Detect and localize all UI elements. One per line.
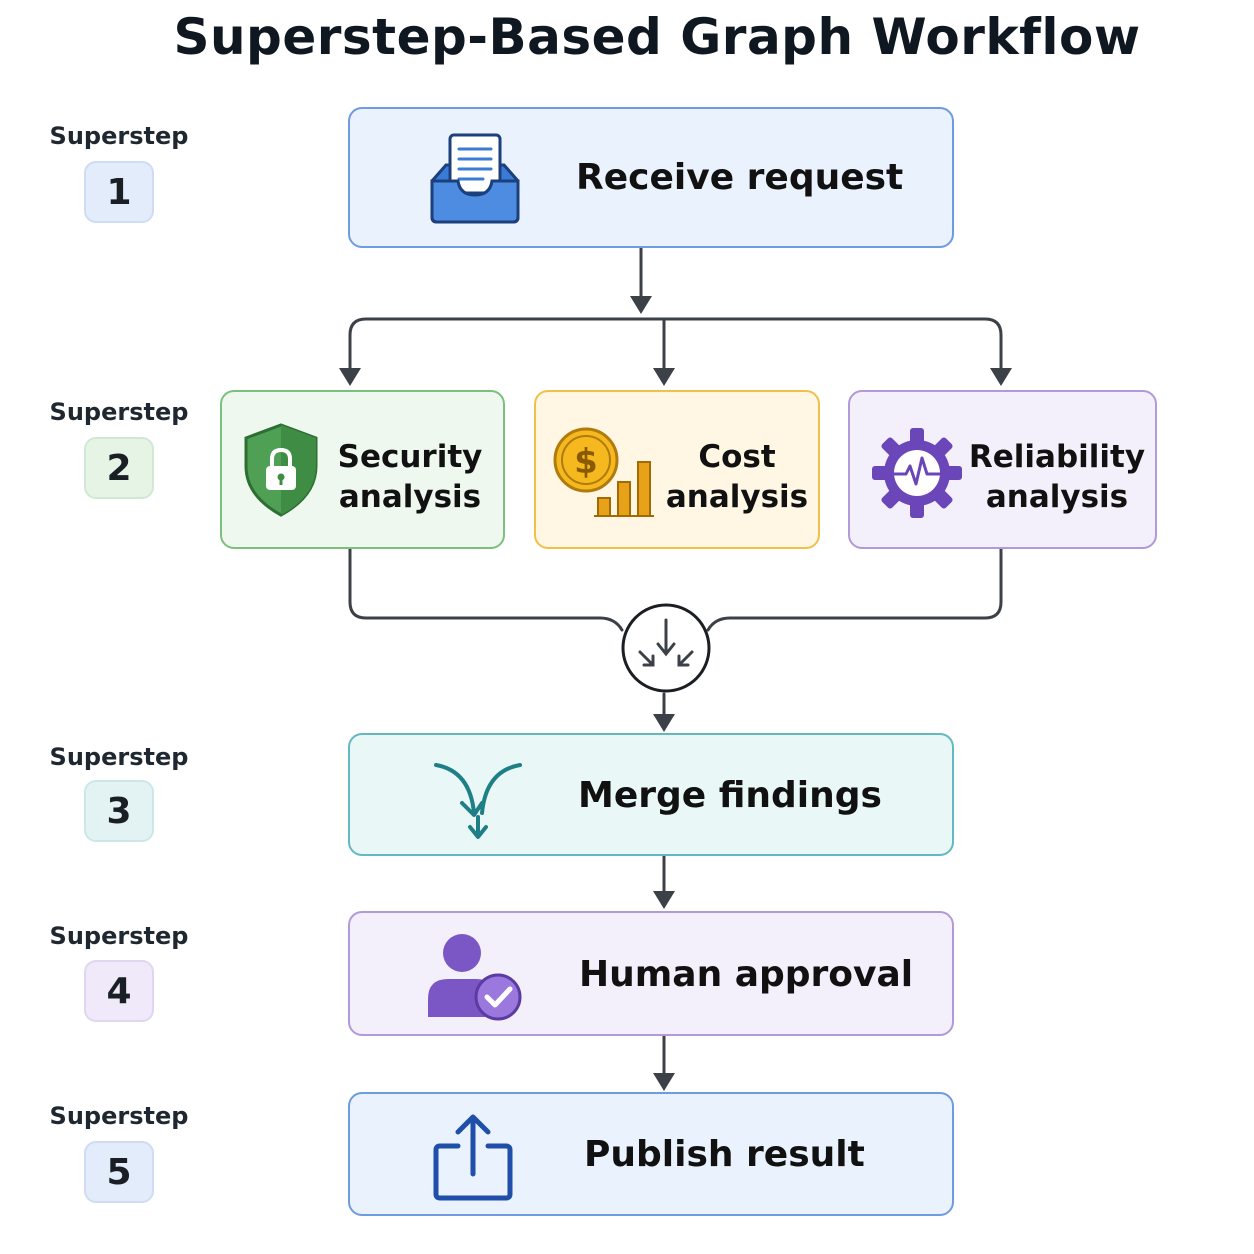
arrowhead-reliability [990,368,1012,386]
reliability-analysis-line2: analysis [985,479,1129,515]
node-publish-result[interactable]: Publish result [348,1092,954,1216]
dollar-chart-icon: $ [552,426,656,518]
arrowhead-receive [630,296,652,314]
cost-analysis-label: Cost analysis [642,437,832,517]
edge-reliability-to-join [706,547,1003,632]
receive-request-label: Receive request [576,157,904,198]
publish-result-label: Publish result [584,1134,865,1175]
svg-text:$: $ [574,442,598,482]
node-merge-findings[interactable]: Merge findings [348,733,954,856]
arrowhead-merge [653,714,675,732]
security-analysis-line2: analysis [338,479,482,515]
node-human-approval[interactable]: Human approval [348,911,954,1036]
node-reliability-analysis[interactable]: Reliability analysis [848,390,1157,549]
reliability-analysis-line1: Reliability [968,439,1146,475]
node-receive-request[interactable]: Receive request [348,107,954,248]
superstep-3-label: Superstep [49,743,189,771]
arrowhead-publish [653,1073,675,1091]
human-approval-label: Human approval [579,954,914,995]
edge-security-to-join [348,547,624,632]
inbox-document-icon [428,131,522,225]
cost-analysis-line1: Cost [698,439,776,475]
reliability-analysis-label: Reliability analysis [962,437,1152,517]
shield-lock-icon [242,422,320,518]
superstep-2-badge: 2 [84,437,154,499]
superstep-5-label: Superstep [49,1102,189,1130]
node-cost-analysis[interactable]: $ Cost analysis [534,390,820,549]
superstep-4-badge: 4 [84,960,154,1022]
arrowhead-cost [653,368,675,386]
security-analysis-label: Security analysis [315,437,505,517]
superstep-4-label: Superstep [49,922,189,950]
superstep-5-badge: 5 [84,1141,154,1203]
merge-arrows-icon [430,757,526,843]
superstep-3-badge: 3 [84,780,154,842]
page-title: Superstep-Based Graph Workflow [173,8,1141,66]
superstep-1-badge: 1 [84,161,154,223]
arrowhead-security [339,368,361,386]
user-check-icon [426,933,524,1021]
superstep-1-label: Superstep [49,122,189,150]
gear-heartbeat-icon [870,426,964,520]
converge-arrows-icon [620,602,712,694]
security-analysis-line1: Security [337,439,483,475]
node-security-analysis[interactable]: Security analysis [220,390,505,549]
cost-analysis-line2: analysis [665,479,809,515]
arrowhead-approval [653,891,675,909]
merge-findings-label: Merge findings [578,775,882,816]
superstep-2-label: Superstep [49,398,189,426]
split-bar [348,317,1003,374]
share-upload-icon [432,1112,514,1202]
